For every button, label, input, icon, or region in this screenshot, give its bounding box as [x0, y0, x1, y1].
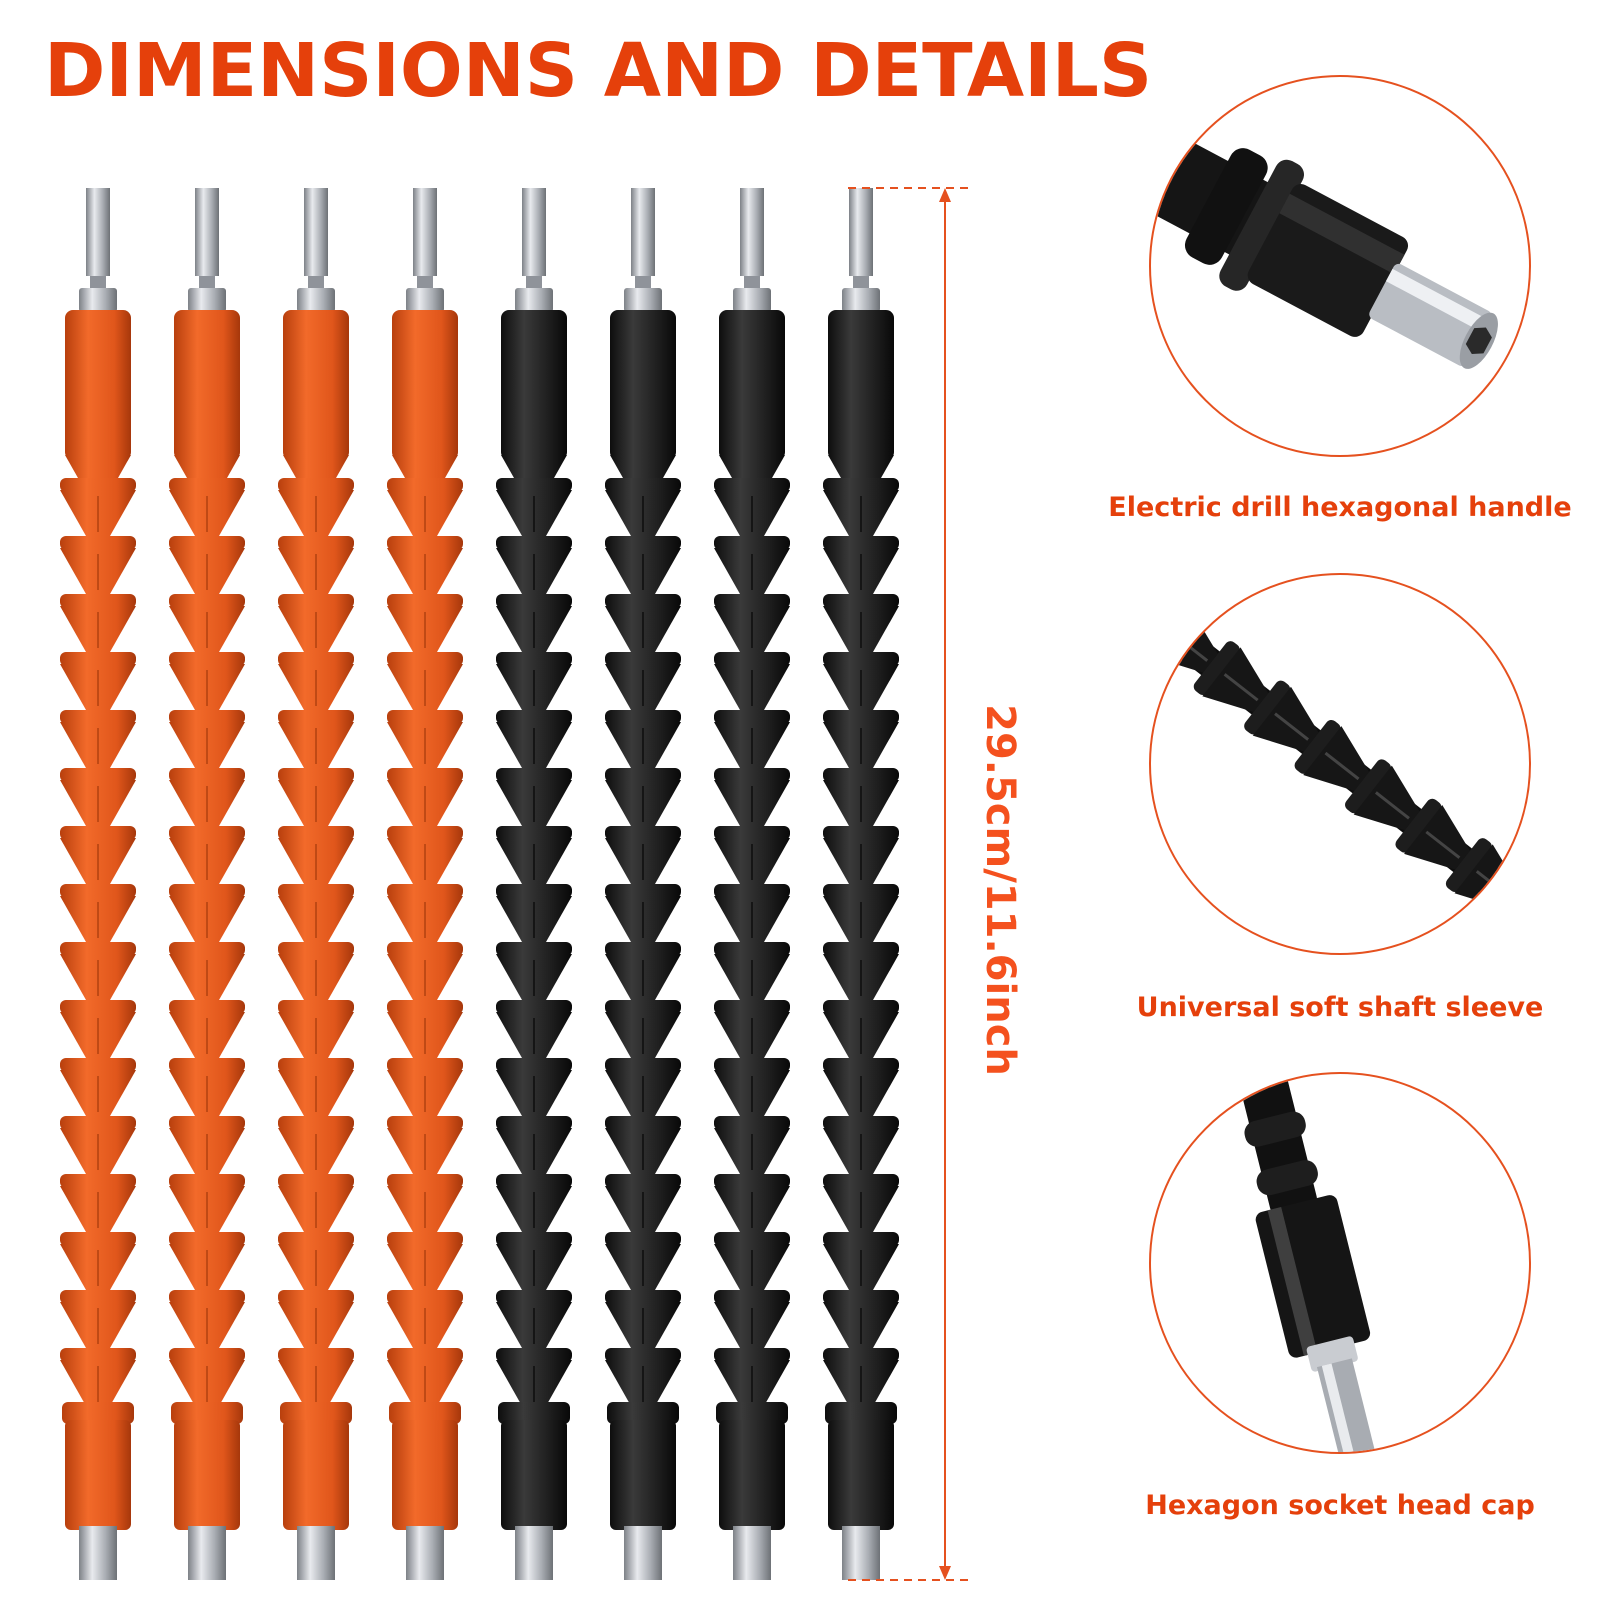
- detail-circle-socket-cap: [1149, 1072, 1531, 1454]
- flexible-shaft-orange: [278, 188, 354, 1580]
- flexible-shaft-orange: [60, 188, 136, 1580]
- flexible-shaft-black: [823, 188, 899, 1580]
- flexible-sleeve-closeup-icon: [1151, 599, 1529, 919]
- detail-caption-soft-sleeve: Universal soft shaft sleeve: [1136, 992, 1544, 1023]
- flexible-shaft-orange: [387, 188, 463, 1580]
- flexible-shaft-orange: [169, 188, 245, 1580]
- dimension-label: 29.5cm/11.6inch: [977, 704, 1023, 1076]
- dimension-line: [848, 187, 970, 1581]
- flexible-shaft-black: [714, 188, 790, 1580]
- hex-socket-closeup-icon: [1151, 130, 1498, 369]
- flexible-shaft-black: [605, 188, 681, 1580]
- detail-caption-hex-handle: Electric drill hexagonal handle: [1108, 492, 1572, 523]
- detail-circle-soft-sleeve: [1149, 573, 1531, 955]
- shaft-illustration: [60, 187, 970, 1581]
- detail-caption-socket-cap: Hexagon socket head cap: [1145, 1490, 1535, 1521]
- page-title: DIMENSIONS AND DETAILS: [44, 28, 1153, 114]
- flexible-shaft-black: [496, 188, 572, 1580]
- hex-shank-closeup-icon: [1239, 1074, 1379, 1452]
- detail-circle-hex-handle: [1149, 75, 1531, 457]
